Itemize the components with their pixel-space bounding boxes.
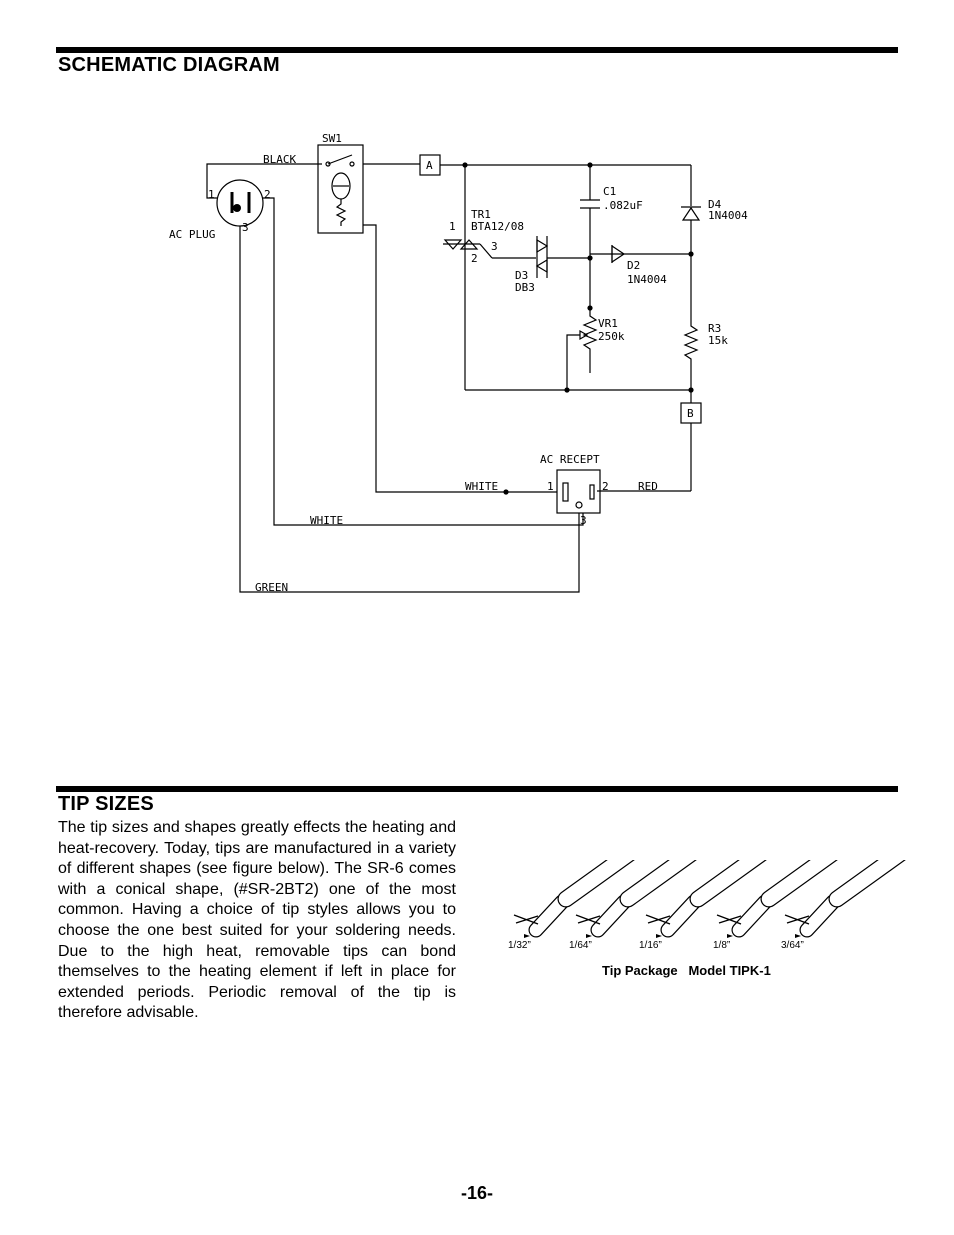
recept-pin-3-label: 3 bbox=[580, 514, 587, 527]
terminal-b-label: B bbox=[687, 407, 694, 420]
d4-label: D4 bbox=[708, 198, 722, 211]
plug-pin-2-label: 2 bbox=[264, 188, 271, 201]
tip-3-icon bbox=[645, 860, 762, 938]
white-wire-upper-label: WHITE bbox=[465, 480, 498, 493]
section-rule-top bbox=[56, 47, 898, 53]
vr1-value-label: 250k bbox=[598, 330, 625, 343]
d3-value-label: DB3 bbox=[515, 281, 535, 294]
d2-label: D2 bbox=[627, 259, 640, 272]
plug-pin-1-label: 1 bbox=[208, 188, 215, 201]
section-rule-tips bbox=[56, 786, 898, 792]
red-wire-label: RED bbox=[638, 480, 658, 493]
ac-plug-symbol bbox=[216, 179, 264, 227]
page-number: -16- bbox=[460, 1183, 493, 1203]
tr1-pin-1-label: 1 bbox=[449, 220, 456, 233]
plug-pin-3-label: 3 bbox=[242, 221, 249, 234]
tip-sizes-heading: TIP SIZES bbox=[58, 793, 154, 815]
schematic-diagram: SW1 BLACK AC PLUG 1 2 3 A B C1 .082uF D4… bbox=[169, 132, 748, 594]
tip-1-icon bbox=[513, 860, 630, 938]
tr1-label: TR1 bbox=[471, 208, 491, 221]
green-wire-label: GREEN bbox=[255, 581, 288, 594]
black-wire-label: BLACK bbox=[263, 153, 296, 166]
tr1-value-label: BTA12/08 bbox=[471, 220, 524, 233]
terminal-a-label: A bbox=[426, 159, 433, 172]
d3-label: D3 bbox=[515, 269, 528, 282]
white-wire-lower-label: WHITE bbox=[310, 514, 343, 527]
vr1-label: VR1 bbox=[598, 317, 618, 330]
tip-4-icon bbox=[716, 860, 833, 938]
recept-pin-2-label: 2 bbox=[602, 480, 609, 493]
tr1-pin-3-label: 3 bbox=[491, 240, 498, 253]
r3-value-label: 15k bbox=[708, 334, 728, 347]
tip-5-icon bbox=[784, 860, 901, 938]
c1-label: C1 bbox=[603, 185, 616, 198]
tip-size-label: 1/64” bbox=[569, 940, 592, 951]
tip-size-label: 3/64” bbox=[781, 940, 804, 951]
tip-size-label: 1/8” bbox=[713, 940, 730, 951]
sw1-label: SW1 bbox=[322, 132, 342, 145]
recept-pin-1-label: 1 bbox=[547, 480, 554, 493]
c1-value-label: .082uF bbox=[603, 199, 643, 212]
tr1-pin-2-label: 2 bbox=[471, 252, 478, 265]
schematic-heading: SCHEMATIC DIAGRAM bbox=[58, 54, 280, 76]
tip-sizes-paragraph: The tip sizes and shapes greatly effects… bbox=[58, 819, 456, 1022]
ac-plug-label: AC PLUG bbox=[169, 228, 215, 241]
ac-recept-label: AC RECEPT bbox=[540, 453, 600, 466]
tip-size-label: 1/16” bbox=[639, 940, 662, 951]
tip-2-icon bbox=[575, 860, 692, 938]
r3-label: R3 bbox=[708, 322, 721, 335]
sw1-switch-box bbox=[317, 144, 364, 234]
tip-package-figure: 1/32” 1/64” 1/16” 1/8” 3/64” bbox=[508, 860, 920, 951]
d2-value-label: 1N4004 bbox=[627, 273, 667, 286]
d4-value-label: 1N4004 bbox=[708, 209, 748, 222]
tip-package-caption: Tip Package Model TIPK-1 bbox=[602, 963, 771, 978]
tip-size-label: 1/32” bbox=[508, 940, 531, 951]
